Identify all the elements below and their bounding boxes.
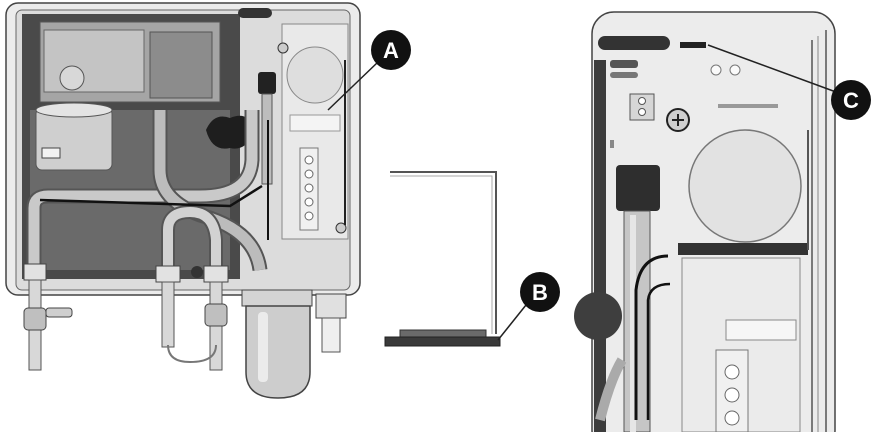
- cable-grommet: [206, 115, 256, 149]
- pump-assembly: [39, 21, 221, 103]
- installed-bracket: [678, 243, 808, 255]
- detail-ledge: [610, 60, 638, 68]
- bracket-plate: [384, 336, 501, 347]
- detail-slot: [680, 42, 706, 48]
- motor-coil: [149, 31, 213, 99]
- callout-c-badge: [831, 80, 871, 120]
- terminal-screw: [304, 183, 314, 193]
- cylinder-top: [35, 102, 113, 118]
- valve-handle-left: [45, 307, 73, 318]
- board-capacitor: [286, 46, 344, 104]
- callout-b-badge: [520, 272, 560, 312]
- detail-strip-screw: [724, 364, 740, 380]
- valve-knob: [191, 266, 203, 278]
- detail-top-grommet: [598, 36, 670, 50]
- control-board: [277, 23, 349, 240]
- pipe-loop: [167, 344, 217, 364]
- bracket-wire-outer: [390, 171, 497, 334]
- internal-wire: [39, 184, 263, 208]
- detail-dark-fitting: [574, 292, 622, 340]
- valve-body-left: [23, 307, 47, 331]
- tube-highlight: [630, 215, 636, 432]
- detail-small-mark: [610, 140, 614, 148]
- bottom-fittings: [23, 263, 229, 371]
- callout-c-leader: [707, 44, 837, 93]
- callout-b-leader: [497, 304, 527, 341]
- mounting-screw: [335, 222, 347, 234]
- detail-strip-screw: [724, 410, 740, 426]
- water-pipes: [26, 110, 269, 272]
- callout-c: C: [707, 44, 871, 120]
- detail-screw: [666, 108, 690, 132]
- connector-sleeve: [321, 317, 341, 353]
- mounting-screw: [277, 42, 289, 54]
- detail-pipe-curve: [595, 357, 627, 422]
- fitting-nut-left: [23, 263, 47, 281]
- callout-a: A: [327, 30, 411, 111]
- terminal-screw: [304, 169, 314, 179]
- detail-hole: [729, 64, 741, 76]
- board-slot: [289, 114, 341, 132]
- callout-c-label: C: [843, 88, 859, 113]
- detail-left-wall: [594, 60, 606, 432]
- connector-nut: [315, 293, 347, 319]
- terminal-screw: [304, 211, 314, 221]
- pump-port: [59, 65, 85, 91]
- detail-strip-screw: [724, 387, 740, 403]
- filter-cartridge: [241, 289, 313, 399]
- terminal-screw: [304, 197, 314, 207]
- top-grommet: [238, 8, 272, 18]
- cable-connector: [315, 293, 347, 353]
- detail-hole: [710, 64, 722, 76]
- filter-cap: [241, 289, 313, 307]
- callout-a-leader: [327, 61, 379, 111]
- terminal-screw: [304, 155, 314, 165]
- detail-wire: [646, 282, 671, 420]
- callout-a-label: A: [383, 38, 399, 63]
- detail-sensor-block: [616, 165, 660, 211]
- detail-wire: [634, 254, 669, 420]
- detail-view: [574, 11, 836, 432]
- filter-bowl: [245, 305, 311, 399]
- inlet-pipe: [28, 110, 258, 268]
- detail-terminal: [638, 108, 646, 116]
- fitting-nut-mid: [155, 265, 181, 283]
- callout-a-badge: [371, 30, 411, 70]
- valve-body-right: [204, 303, 228, 327]
- detail-ledge: [610, 72, 638, 78]
- detail-label-strip: [718, 104, 778, 108]
- device-overview: [5, 2, 361, 399]
- pump-housing: [43, 29, 145, 93]
- outlet-pipe: [163, 206, 221, 268]
- detail-capacitor: [688, 129, 802, 243]
- heating-cylinder: [35, 102, 113, 171]
- bracket-wire-inner: [390, 175, 493, 334]
- detail-terminal: [638, 97, 646, 105]
- cylinder-clip: [41, 147, 61, 159]
- fitting-nut-right: [203, 265, 229, 283]
- callout-b: B: [497, 272, 560, 341]
- pipe-mid: [161, 281, 175, 348]
- filter-highlight: [258, 312, 268, 382]
- callout-b-label: B: [532, 280, 548, 305]
- detail-board-slot: [725, 319, 797, 341]
- sensor-block: [258, 72, 276, 94]
- mounting-bracket: [384, 171, 501, 347]
